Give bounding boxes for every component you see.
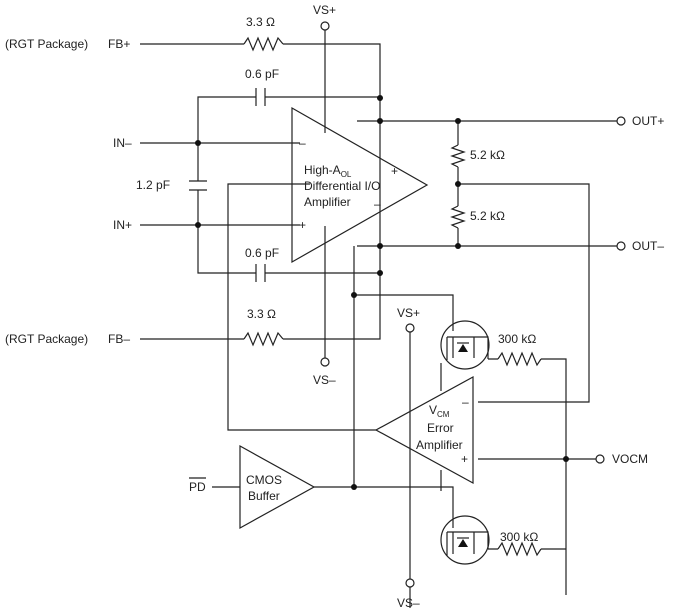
labels: VS+ 3.3 Ω (RGT Package) FB+ 0.6 pF IN– 1… xyxy=(5,3,664,610)
capacitor-bottom xyxy=(255,264,266,282)
cmos-buffer-symbol xyxy=(239,444,316,530)
vs-plus-mid-label: VS+ xyxy=(397,306,420,320)
res-fb-top-label: 3.3 Ω xyxy=(246,15,275,29)
resistor-out-top xyxy=(450,144,466,168)
fb-plus-wire xyxy=(140,43,381,98)
err-line1-text: V xyxy=(429,403,437,417)
resistor-bias-bottom xyxy=(497,541,542,557)
vs-minus-bottom-label: VS– xyxy=(397,596,420,610)
mosfet-top xyxy=(440,320,490,370)
enable-top-wire xyxy=(354,294,454,324)
cap-top-wire xyxy=(197,96,380,143)
vocm-terminal xyxy=(595,454,605,464)
amp-pin-plus-left: + xyxy=(299,218,306,232)
amp-line1-text: High-A xyxy=(304,163,341,177)
amp-label-line1: High-AOL xyxy=(304,163,352,179)
error-amplifier-symbol xyxy=(374,375,474,485)
mos-top-wire xyxy=(488,358,567,595)
fb-minus-label: FB– xyxy=(108,332,130,346)
amp-label-line3: Amplifier xyxy=(304,195,351,209)
sense-wire xyxy=(458,183,590,403)
res-bias-bot-label: 300 kΩ xyxy=(500,530,538,544)
resistor-out-bottom xyxy=(450,205,466,229)
error-amplifier-labels: VCM Error Amplifier – + xyxy=(416,395,469,466)
res-out-top-label: 5.2 kΩ xyxy=(470,148,505,162)
amp-pin-minus-right: – xyxy=(374,197,381,211)
amp-line1-subscript: OL xyxy=(341,170,352,179)
vocm-label: VOCM xyxy=(612,452,648,466)
res-fb-bot-label: 3.3 Ω xyxy=(247,307,276,321)
cap-bot-wire xyxy=(197,225,380,274)
pd-label: PD xyxy=(189,480,206,494)
vs-plus-top-label: VS+ xyxy=(313,3,336,17)
in-plus-label: IN+ xyxy=(113,218,132,232)
err-label-line2: Error xyxy=(427,421,454,435)
enable-bot-wire xyxy=(314,486,454,520)
out-plus-label: OUT+ xyxy=(632,114,664,128)
res-out-bot-label: 5.2 kΩ xyxy=(470,209,505,223)
amp-label-line2: Differential I/O xyxy=(304,179,380,193)
resistor-fb-top xyxy=(243,36,284,52)
vs-minus-mid-label: VS– xyxy=(313,373,336,387)
amp-pin-minus-left: – xyxy=(299,136,306,150)
terminals xyxy=(320,21,626,588)
cap-bot-label: 0.6 pF xyxy=(245,246,279,260)
main-amplifier-symbol xyxy=(291,106,429,264)
in-minus-label: IN– xyxy=(113,136,132,150)
wires xyxy=(140,30,617,608)
fb-minus-column-wire xyxy=(140,273,381,340)
out-minus-label: OUT– xyxy=(632,239,664,253)
main-amplifier-labels: High-AOL Differential I/O Amplifier – + … xyxy=(299,136,398,232)
res-bias-top-label: 300 kΩ xyxy=(498,332,536,346)
err-line1-subscript: CM xyxy=(437,410,450,419)
capacitor-middle xyxy=(189,180,207,191)
amp-pin-plus-right: + xyxy=(391,164,398,178)
pkg-fb-plus-label: (RGT Package) xyxy=(5,37,88,51)
capacitor-top xyxy=(255,88,266,106)
err-pin-minus: – xyxy=(462,395,469,409)
vs-plus-mid-terminal xyxy=(405,323,415,333)
resistor-bias-top xyxy=(497,351,542,367)
err-label-line3: Amplifier xyxy=(416,438,463,452)
mosfet-bottom xyxy=(440,515,490,565)
err-out-wire xyxy=(227,183,376,431)
cap-top-label: 0.6 pF xyxy=(245,67,279,81)
out-plus-terminal xyxy=(616,116,626,126)
cap-mid-label: 1.2 pF xyxy=(136,178,170,192)
resistor-fb-bottom xyxy=(243,331,284,347)
cmos-label-line2: Buffer xyxy=(248,489,280,503)
fb-plus-label: FB+ xyxy=(108,37,130,51)
vs-plus-top-terminal xyxy=(320,21,330,31)
err-label-line1: VCM xyxy=(429,403,450,419)
cmos-label-line1: CMOS xyxy=(246,473,282,487)
vs-minus-bottom-terminal xyxy=(405,578,415,588)
junctions xyxy=(195,95,569,490)
vs-minus-mid-terminal xyxy=(320,357,330,367)
out-minus-terminal xyxy=(616,241,626,251)
pkg-fb-minus-label: (RGT Package) xyxy=(5,332,88,346)
err-pin-plus: + xyxy=(461,452,468,466)
